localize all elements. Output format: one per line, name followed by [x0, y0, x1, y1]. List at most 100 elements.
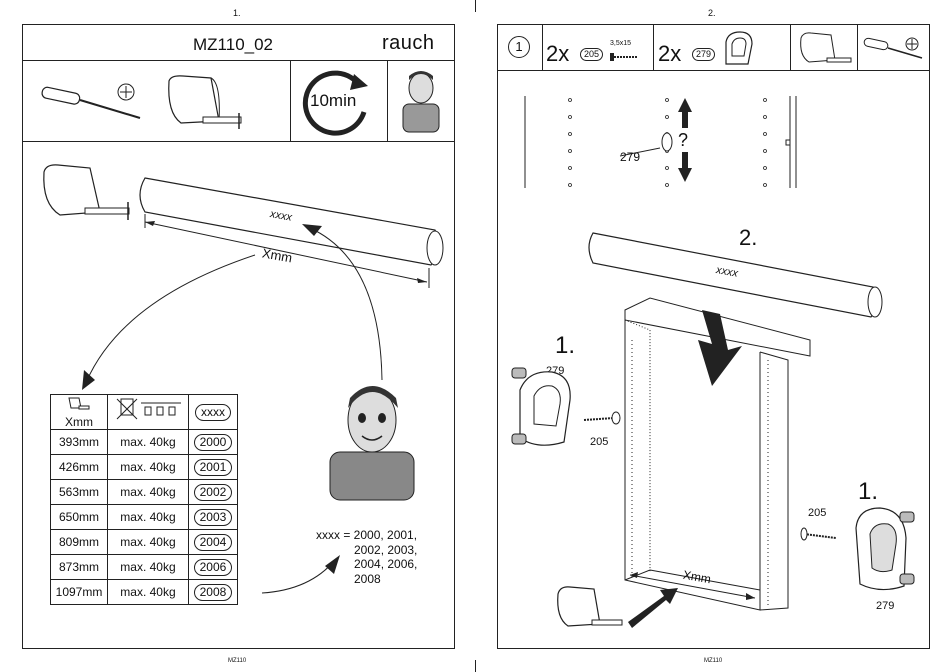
row-length: 426mm — [50, 454, 108, 480]
note-line: 2002, 2003, — [354, 542, 418, 557]
left-tools-separator-2 — [387, 60, 389, 141]
row-load: max. 40kg — [107, 554, 189, 580]
row-code-cell: 2004 — [187, 529, 239, 555]
table-row: 650mm max. 40kg 2003 — [50, 504, 239, 530]
spec-table: Xmm xxxx 393mm max. 40kg 2000 426mm max.… — [50, 394, 239, 605]
tape-measure-icon — [168, 75, 242, 129]
right-header-sep-2 — [653, 24, 655, 70]
brand-logo: rauch — [382, 32, 435, 54]
clock-icon — [302, 70, 368, 136]
note-line: xxxx = 2000, 2001, — [316, 528, 418, 542]
xxxx-note: xxxx = 2000, 2001, 2002, 2003, 2004, 200… — [316, 528, 417, 586]
crop-mark-bottom — [475, 660, 476, 672]
row-code: 2003 — [193, 508, 233, 526]
tape-measure-small-icon — [68, 397, 90, 410]
right-page-frame — [497, 24, 930, 649]
qty-279: 2x — [658, 41, 682, 66]
rod-holder-right — [800, 507, 915, 591]
tape-measure-icon-right — [800, 32, 852, 63]
time-label: 10min — [310, 91, 357, 110]
right-footer: MZ110 — [704, 658, 723, 664]
row-length: 809mm — [50, 529, 108, 555]
right-header-sep-1 — [542, 24, 544, 70]
row-code: 2001 — [193, 458, 233, 476]
part-279-right-label: 279 — [876, 600, 895, 612]
row-code-cell: 2002 — [187, 479, 239, 505]
hole-pattern-panel — [524, 96, 797, 188]
part-205-left-label: 205 — [590, 436, 609, 448]
qty-205: 2x — [546, 41, 570, 66]
row-length: 563mm — [50, 479, 108, 505]
crop-mark-top — [475, 0, 476, 12]
tape-measure-drawing — [43, 164, 130, 220]
row-length: 873mm — [50, 554, 108, 580]
row-code-cell: 2006 — [187, 554, 239, 580]
row-code: 2008 — [193, 583, 233, 601]
part-205-badge: 205 — [580, 48, 604, 61]
row-length: 1097mm — [50, 579, 108, 605]
left-page-frame — [22, 24, 455, 649]
row-code: 2004 — [193, 533, 233, 551]
step-1-left-label: 1. — [555, 332, 576, 359]
table-row: 809mm max. 40kg 2004 — [50, 529, 239, 555]
person-icon — [402, 71, 440, 133]
rod-drawing — [139, 177, 444, 288]
table-row: 563mm max. 40kg 2002 — [50, 479, 239, 505]
table-row: 426mm max. 40kg 2001 — [50, 454, 239, 480]
header-length-cell: Xmm — [50, 394, 108, 430]
left-page-number: 1. — [233, 8, 241, 18]
left-header-divider — [22, 60, 455, 62]
step-number-badge: 1 — [508, 36, 530, 58]
row-code-cell: 2000 — [187, 429, 239, 455]
tape-measure-bottom — [557, 586, 678, 628]
screw-icon — [610, 53, 638, 61]
row-code: 2006 — [193, 558, 233, 576]
header-length-label: Xmm — [65, 415, 93, 429]
row-code: 2002 — [193, 483, 233, 501]
row-load: max. 40kg — [107, 454, 189, 480]
right-header-sep-4 — [857, 24, 859, 70]
part-279-badge: 279 — [692, 48, 716, 61]
right-header-divider — [497, 70, 930, 72]
screwdriver-icon-right — [863, 37, 923, 59]
left-tools-separator-1 — [290, 60, 292, 141]
spec-table-header: Xmm xxxx — [50, 394, 239, 430]
left-footer: MZ110 — [228, 658, 247, 664]
row-code-cell: 2003 — [187, 504, 239, 530]
cabinet-drawing — [624, 297, 811, 611]
row-load: max. 40kg — [107, 504, 189, 530]
screwdriver-icon — [41, 83, 141, 119]
row-code: 2000 — [193, 433, 233, 451]
row-load: max. 40kg — [107, 429, 189, 455]
step-2-label: 2. — [739, 225, 758, 250]
rod-holder-left — [511, 367, 621, 446]
left-title: MZ110_02 — [193, 35, 274, 54]
header-code-pill: xxxx — [194, 403, 231, 421]
part-205-right-label: 205 — [808, 507, 827, 519]
right-page-number: 2. — [708, 8, 716, 18]
row-load: max. 40kg — [107, 529, 189, 555]
note-line: 2004, 2006, — [354, 557, 418, 571]
hole-part-label: 279 — [620, 150, 641, 164]
right-header-sep-3 — [790, 24, 792, 70]
note-line: 2008 — [354, 571, 381, 586]
row-load: max. 40kg — [107, 579, 189, 605]
question-mark: ? — [678, 130, 689, 150]
row-load: max. 40kg — [107, 479, 189, 505]
step-1-right-label: 1. — [858, 478, 879, 505]
row-length: 650mm — [50, 504, 108, 530]
header-code-cell: xxxx — [187, 394, 239, 430]
header-load-cell — [107, 394, 189, 430]
screw-size-label: 3,5x15 — [610, 40, 632, 47]
table-row: 1097mm max. 40kg 2008 — [50, 579, 239, 605]
rod-drawing-right — [588, 232, 883, 318]
row-length: 393mm — [50, 429, 108, 455]
left-tools-divider — [22, 141, 455, 143]
mascot-illustration — [329, 386, 415, 501]
table-row: 393mm max. 40kg 2000 — [50, 429, 239, 455]
row-code-cell: 2001 — [187, 454, 239, 480]
rod-holder-icon — [725, 31, 753, 65]
row-code-cell: 2008 — [187, 579, 239, 605]
table-row: 873mm max. 40kg 2006 — [50, 554, 239, 580]
